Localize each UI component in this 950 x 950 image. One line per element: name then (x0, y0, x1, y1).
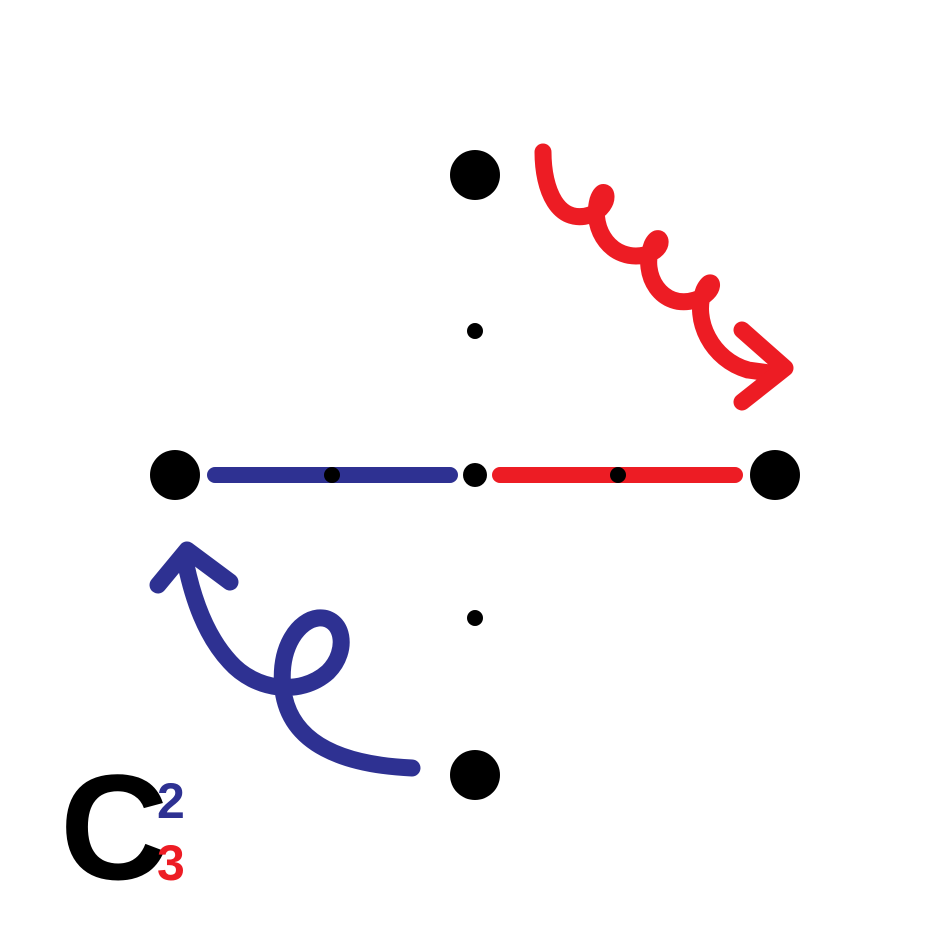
node-upper-mid (467, 323, 483, 339)
blue-arrowhead (149, 541, 239, 594)
group-subscript: 3 (157, 835, 185, 891)
node-left (150, 450, 200, 500)
node-right-mid (610, 467, 626, 483)
group-symbol: C (60, 743, 168, 911)
node-top (450, 150, 500, 200)
node-lower-mid (467, 610, 483, 626)
node-left-mid (324, 467, 340, 483)
blue-loop-arrow (177, 556, 421, 777)
node-right (750, 450, 800, 500)
node-bottom (450, 750, 500, 800)
red-wavy-arrow (534, 143, 779, 382)
red-arrowhead (733, 321, 794, 411)
node-center (463, 463, 487, 487)
group-superscript: 2 (157, 773, 185, 829)
